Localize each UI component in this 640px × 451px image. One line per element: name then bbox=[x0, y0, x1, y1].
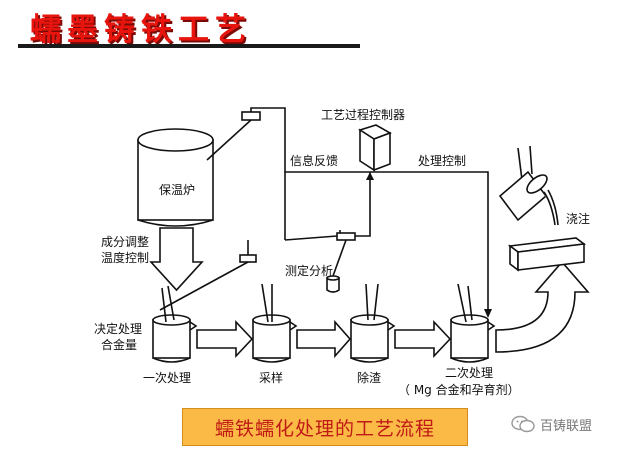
label-pour: 浇注 bbox=[566, 212, 591, 226]
watermark: 百铸联盟 bbox=[510, 414, 592, 434]
arrow-2 bbox=[296, 319, 352, 359]
label-furnace: 保温炉 bbox=[159, 183, 196, 197]
curved-arrow bbox=[495, 260, 590, 353]
label-step-2: 采样 bbox=[259, 371, 284, 385]
pouring-ladle bbox=[498, 145, 559, 226]
mid-sensor bbox=[239, 254, 257, 263]
label-step-1: 一次处理 bbox=[143, 371, 192, 385]
label-step-4-note: （ Mg 合金和孕育剂） bbox=[398, 383, 520, 397]
analysis-sensor bbox=[336, 232, 356, 241]
ladle-4 bbox=[450, 283, 496, 363]
ladle-2 bbox=[252, 283, 298, 363]
sample-cup bbox=[326, 277, 340, 293]
mold-block bbox=[507, 237, 587, 272]
watermark-text: 百铸联盟 bbox=[540, 418, 593, 434]
page-title: 蠕墨铸铁工艺 bbox=[30, 12, 252, 48]
top-sensor bbox=[241, 111, 261, 121]
controller-box bbox=[358, 124, 392, 172]
label-adjust-2: 温度控制 bbox=[101, 251, 150, 265]
diagram-caption: 蠕铁蠕化处理的工艺流程 bbox=[214, 417, 435, 440]
ladle-3 bbox=[350, 283, 396, 363]
ladle-1 bbox=[152, 285, 198, 363]
arrow-1 bbox=[196, 319, 254, 359]
wechat-icon bbox=[511, 415, 535, 433]
title-underline bbox=[18, 44, 360, 48]
label-measure: 测定分析 bbox=[285, 264, 334, 278]
arrow-3 bbox=[394, 319, 452, 359]
label-adjust-1: 成分调整 bbox=[101, 235, 150, 249]
label-controller: 工艺过程控制器 bbox=[321, 108, 406, 122]
holding-furnace bbox=[137, 128, 214, 227]
label-decide-2: 合金量 bbox=[101, 338, 138, 352]
caption-box: 蠕铁蠕化处理的工艺流程 bbox=[182, 408, 468, 446]
label-step-3: 除渣 bbox=[357, 371, 382, 385]
label-step-4: 二次处理 bbox=[445, 366, 494, 380]
down-arrow bbox=[149, 227, 204, 292]
label-process-control: 处理控制 bbox=[418, 154, 467, 168]
label-feedback: 信息反馈 bbox=[290, 154, 339, 168]
label-decide-1: 决定处理 bbox=[94, 322, 143, 336]
